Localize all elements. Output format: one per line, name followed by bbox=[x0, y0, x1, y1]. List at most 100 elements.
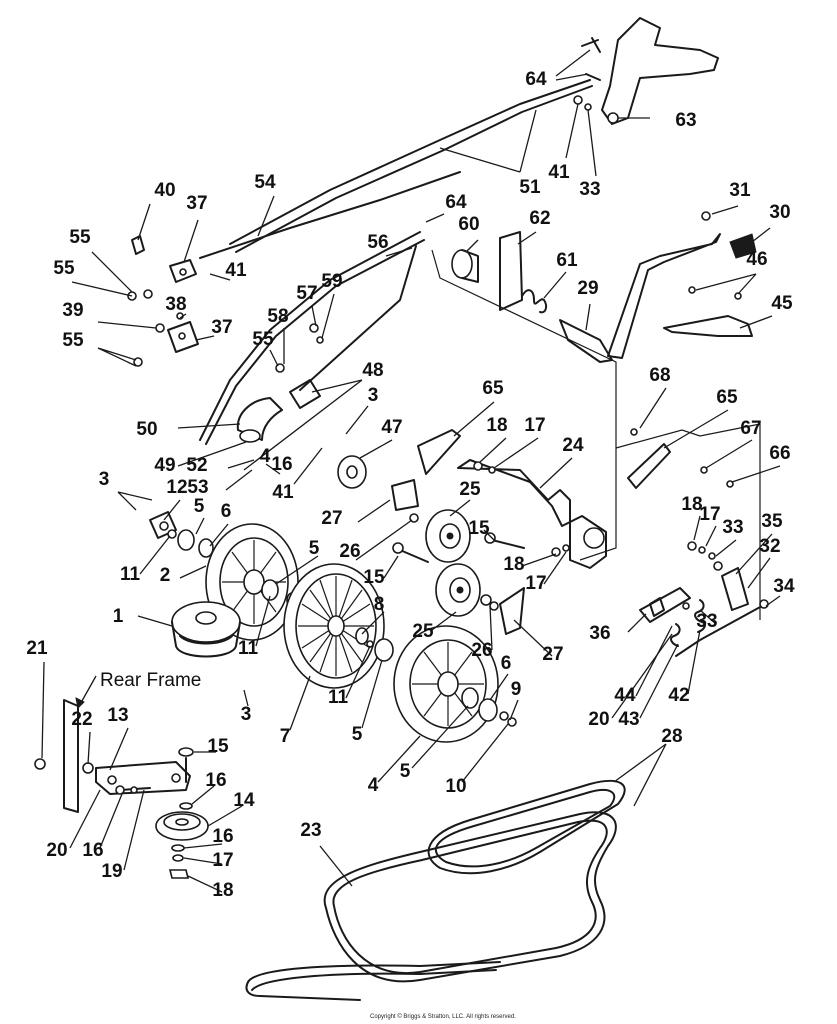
callout-53: 53 bbox=[187, 477, 208, 498]
part-rear-frame bbox=[63, 699, 79, 813]
part-14-pulley-rear bbox=[155, 811, 209, 841]
callout-65: 65 bbox=[716, 387, 738, 408]
copyright-text: Copyright © Briggs & Stratton, LLC. All … bbox=[370, 1013, 516, 1020]
callout-3: 3 bbox=[241, 704, 252, 725]
callout-27: 27 bbox=[542, 644, 563, 665]
callout-18: 18 bbox=[486, 415, 507, 436]
callout-24: 24 bbox=[562, 435, 584, 456]
callout-57: 57 bbox=[296, 283, 317, 304]
callout-16: 16 bbox=[271, 454, 292, 475]
rear-frame-label: Rear Frame bbox=[100, 670, 201, 691]
callout-42: 42 bbox=[668, 685, 689, 706]
callout-15: 15 bbox=[363, 567, 385, 588]
callout-33: 33 bbox=[579, 179, 600, 200]
callout-44: 44 bbox=[614, 685, 636, 706]
callout-25: 25 bbox=[412, 621, 434, 642]
callout-55: 55 bbox=[69, 227, 91, 248]
part-28-belt bbox=[427, 779, 626, 875]
callout-29: 29 bbox=[577, 278, 598, 299]
part-15-bolt-rear bbox=[178, 747, 194, 783]
callout-55: 55 bbox=[62, 330, 84, 351]
part-62-bracket bbox=[499, 231, 523, 311]
callout-18: 18 bbox=[681, 494, 702, 515]
part-19-20-16-bolt bbox=[115, 785, 151, 795]
callout-19: 19 bbox=[101, 861, 122, 882]
part-41-33-washers bbox=[573, 95, 592, 111]
part-64-pin bbox=[581, 37, 601, 53]
callout-54: 54 bbox=[254, 172, 276, 193]
callout-46: 46 bbox=[746, 249, 767, 270]
callout-10: 10 bbox=[445, 776, 466, 797]
part-60-spacer bbox=[451, 249, 479, 283]
callout-43: 43 bbox=[618, 709, 639, 730]
part-37-bracket-lower bbox=[167, 321, 199, 353]
part-45-plate bbox=[663, 315, 753, 337]
callout-50: 50 bbox=[136, 419, 157, 440]
part-2-large-pulley-upper bbox=[205, 523, 299, 641]
callout-20: 20 bbox=[46, 840, 67, 861]
callout-17: 17 bbox=[524, 415, 545, 436]
callout-66: 66 bbox=[769, 443, 790, 464]
callout-5: 5 bbox=[352, 724, 363, 745]
callout-17: 17 bbox=[212, 850, 233, 871]
part-13-bracket bbox=[95, 761, 191, 795]
callout-55: 55 bbox=[252, 329, 274, 350]
part-18-17-nuts bbox=[473, 461, 570, 557]
callout-36: 36 bbox=[589, 623, 610, 644]
part-16-17-18-nuts-rear bbox=[168, 802, 193, 879]
callout-11: 11 bbox=[238, 638, 259, 659]
callout-39: 39 bbox=[62, 300, 83, 321]
callout-4: 4 bbox=[368, 775, 379, 796]
part-55-nut bbox=[127, 289, 153, 367]
callout-49: 49 bbox=[154, 455, 175, 476]
callout-12: 12 bbox=[166, 477, 187, 498]
part-37-bracket-upper bbox=[169, 259, 197, 283]
callout-67: 67 bbox=[740, 418, 761, 439]
callout-16: 16 bbox=[212, 826, 233, 847]
callout-26: 26 bbox=[339, 541, 360, 562]
callout-20: 20 bbox=[588, 709, 609, 730]
part-27-brackets bbox=[391, 479, 525, 635]
callout-33: 33 bbox=[722, 517, 743, 538]
part-61-spring bbox=[521, 289, 548, 314]
part-40-bolt bbox=[131, 235, 145, 255]
part-7-spoked-pulley bbox=[283, 563, 385, 689]
callout-26: 26 bbox=[471, 640, 492, 661]
callout-22: 22 bbox=[71, 709, 92, 730]
callout-31: 31 bbox=[729, 180, 751, 201]
callout-48: 48 bbox=[362, 360, 383, 381]
part-56-rod bbox=[299, 245, 417, 391]
callout-68: 68 bbox=[649, 365, 670, 386]
part-65-brackets bbox=[417, 428, 734, 489]
callout-7: 7 bbox=[280, 726, 291, 747]
part-36-bracket bbox=[639, 587, 691, 623]
callout-18: 18 bbox=[503, 554, 524, 575]
callout-17: 17 bbox=[525, 573, 546, 594]
callout-37: 37 bbox=[211, 317, 232, 338]
callout-51: 51 bbox=[519, 177, 541, 198]
callout-65: 65 bbox=[482, 378, 504, 399]
callout-64: 64 bbox=[445, 192, 467, 213]
part-12-hub bbox=[149, 511, 177, 539]
callout-41: 41 bbox=[225, 260, 247, 281]
callout-21: 21 bbox=[26, 638, 48, 659]
callout-32: 32 bbox=[759, 536, 780, 557]
callout-28: 28 bbox=[661, 726, 682, 747]
callout-59: 59 bbox=[321, 271, 342, 292]
part-8-5-11-bearings-mid bbox=[355, 627, 394, 662]
callout-35: 35 bbox=[761, 511, 783, 532]
callout-15: 15 bbox=[468, 518, 490, 539]
callout-13: 13 bbox=[107, 705, 128, 726]
part-26-spacers bbox=[409, 513, 499, 611]
part-25-idler-pulley-lower bbox=[435, 563, 481, 617]
part-5-6-9-10-bearings-lower bbox=[461, 687, 517, 727]
callout-11: 11 bbox=[328, 687, 349, 708]
callout-40: 40 bbox=[154, 180, 175, 201]
callout-2: 2 bbox=[160, 565, 171, 586]
part-23-belt bbox=[245, 811, 617, 1001]
callout-58: 58 bbox=[267, 306, 288, 327]
part-crank-arm bbox=[607, 233, 721, 359]
part-29-arm bbox=[559, 319, 613, 363]
part-32-35-brackets bbox=[713, 561, 749, 611]
